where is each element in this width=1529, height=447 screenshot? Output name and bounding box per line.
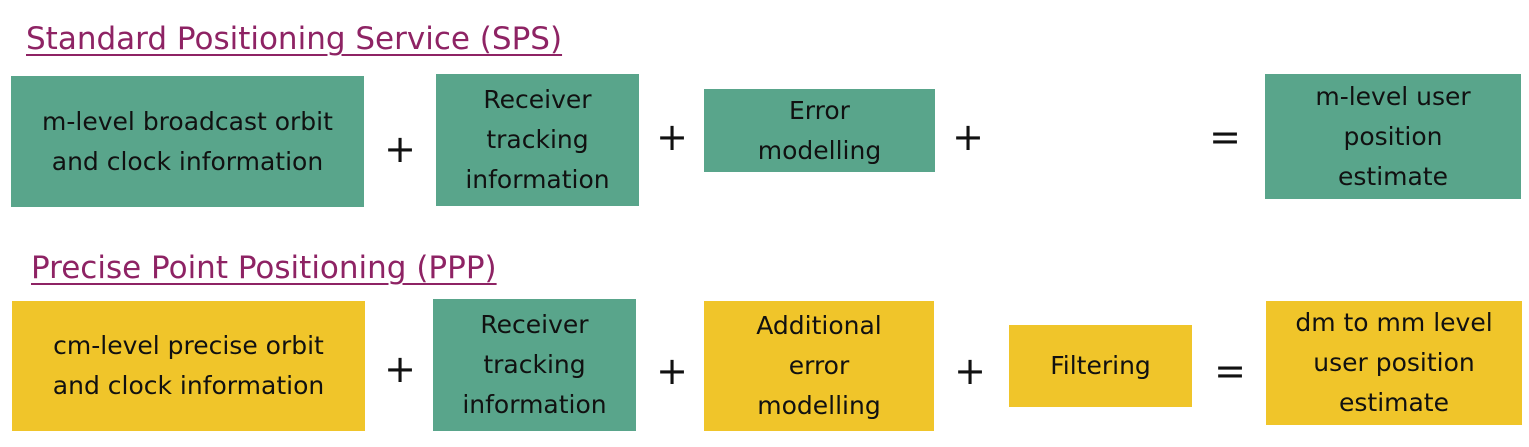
ppp-plus-2: +: [656, 349, 688, 393]
sps-plus-1: +: [384, 127, 416, 171]
sps-orbit-clock-box: m-level broadcast orbit and clock inform…: [11, 76, 364, 207]
ppp-plus-1: +: [384, 347, 416, 391]
ppp-plus-3: +: [954, 349, 986, 393]
ppp-additional-error-box: Additional error modelling: [704, 301, 934, 431]
sps-error-modelling-box: Error modelling: [704, 89, 935, 172]
sps-result-box: m-level user position estimate: [1265, 74, 1521, 199]
sps-receiver-tracking-box: Receiver tracking information: [436, 74, 639, 206]
sps-plus-3: +: [952, 115, 984, 159]
sps-heading: Standard Positioning Service (SPS): [26, 21, 563, 57]
ppp-result-box: dm to mm level user position estimate: [1266, 301, 1522, 425]
ppp-filtering-box: Filtering: [1009, 325, 1192, 407]
ppp-equals: =: [1214, 349, 1246, 393]
sps-equals: =: [1209, 115, 1241, 159]
sps-plus-2: +: [656, 115, 688, 159]
ppp-orbit-clock-box: cm-level precise orbit and clock informa…: [12, 301, 365, 431]
ppp-receiver-tracking-box: Receiver tracking information: [433, 299, 636, 431]
ppp-heading: Precise Point Positioning (PPP): [31, 250, 497, 286]
